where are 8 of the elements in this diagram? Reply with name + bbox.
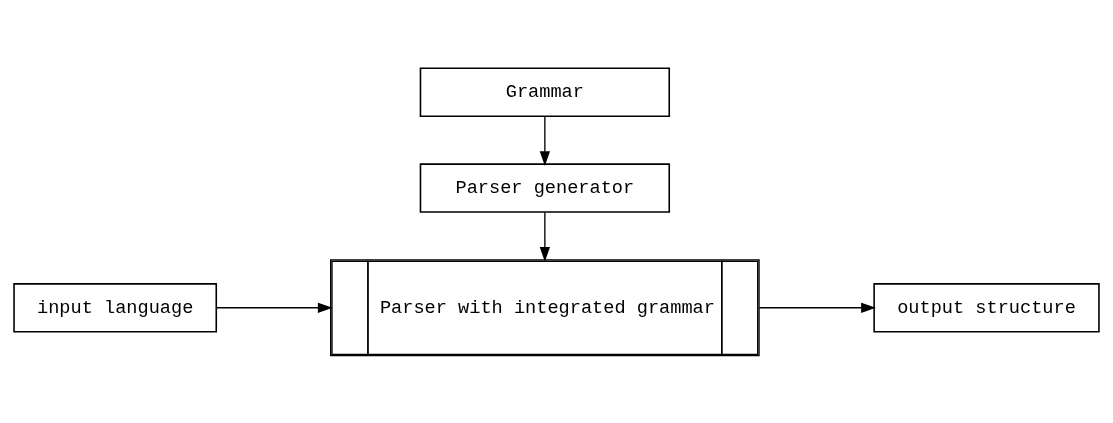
node-box: Parser generator (419, 162, 671, 213)
node-box: output structure (873, 282, 1100, 333)
arrow (215, 302, 333, 313)
arrow (758, 302, 876, 313)
node-box: input language (13, 282, 218, 333)
arrow (539, 115, 550, 166)
node-box: Grammar (419, 67, 671, 117)
arrow (539, 211, 550, 262)
